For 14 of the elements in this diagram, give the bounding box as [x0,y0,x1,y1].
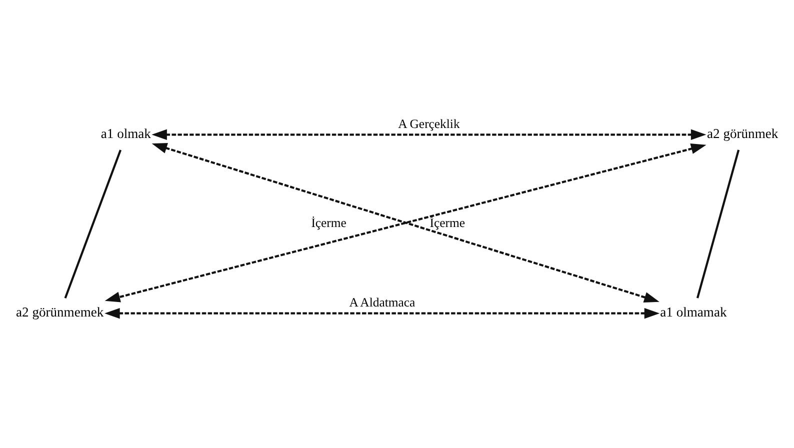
node-text: a1 olmak [100,126,151,141]
node-text: a2 görünmek [707,126,778,141]
node-text: a2 görünmemek [16,304,104,320]
edge-label: İçerme [311,216,346,230]
connector [64,150,122,298]
edge-label: İçerme [430,216,466,230]
arrow [152,129,706,140]
edge-label: A Aldatmaca [349,296,416,310]
connector [696,150,740,298]
arrow [152,143,660,302]
arrow [104,144,706,302]
arrow [104,308,660,319]
node-text: a1 olmamak [660,304,727,320]
edge-label: A Gerçeklik [398,116,460,131]
